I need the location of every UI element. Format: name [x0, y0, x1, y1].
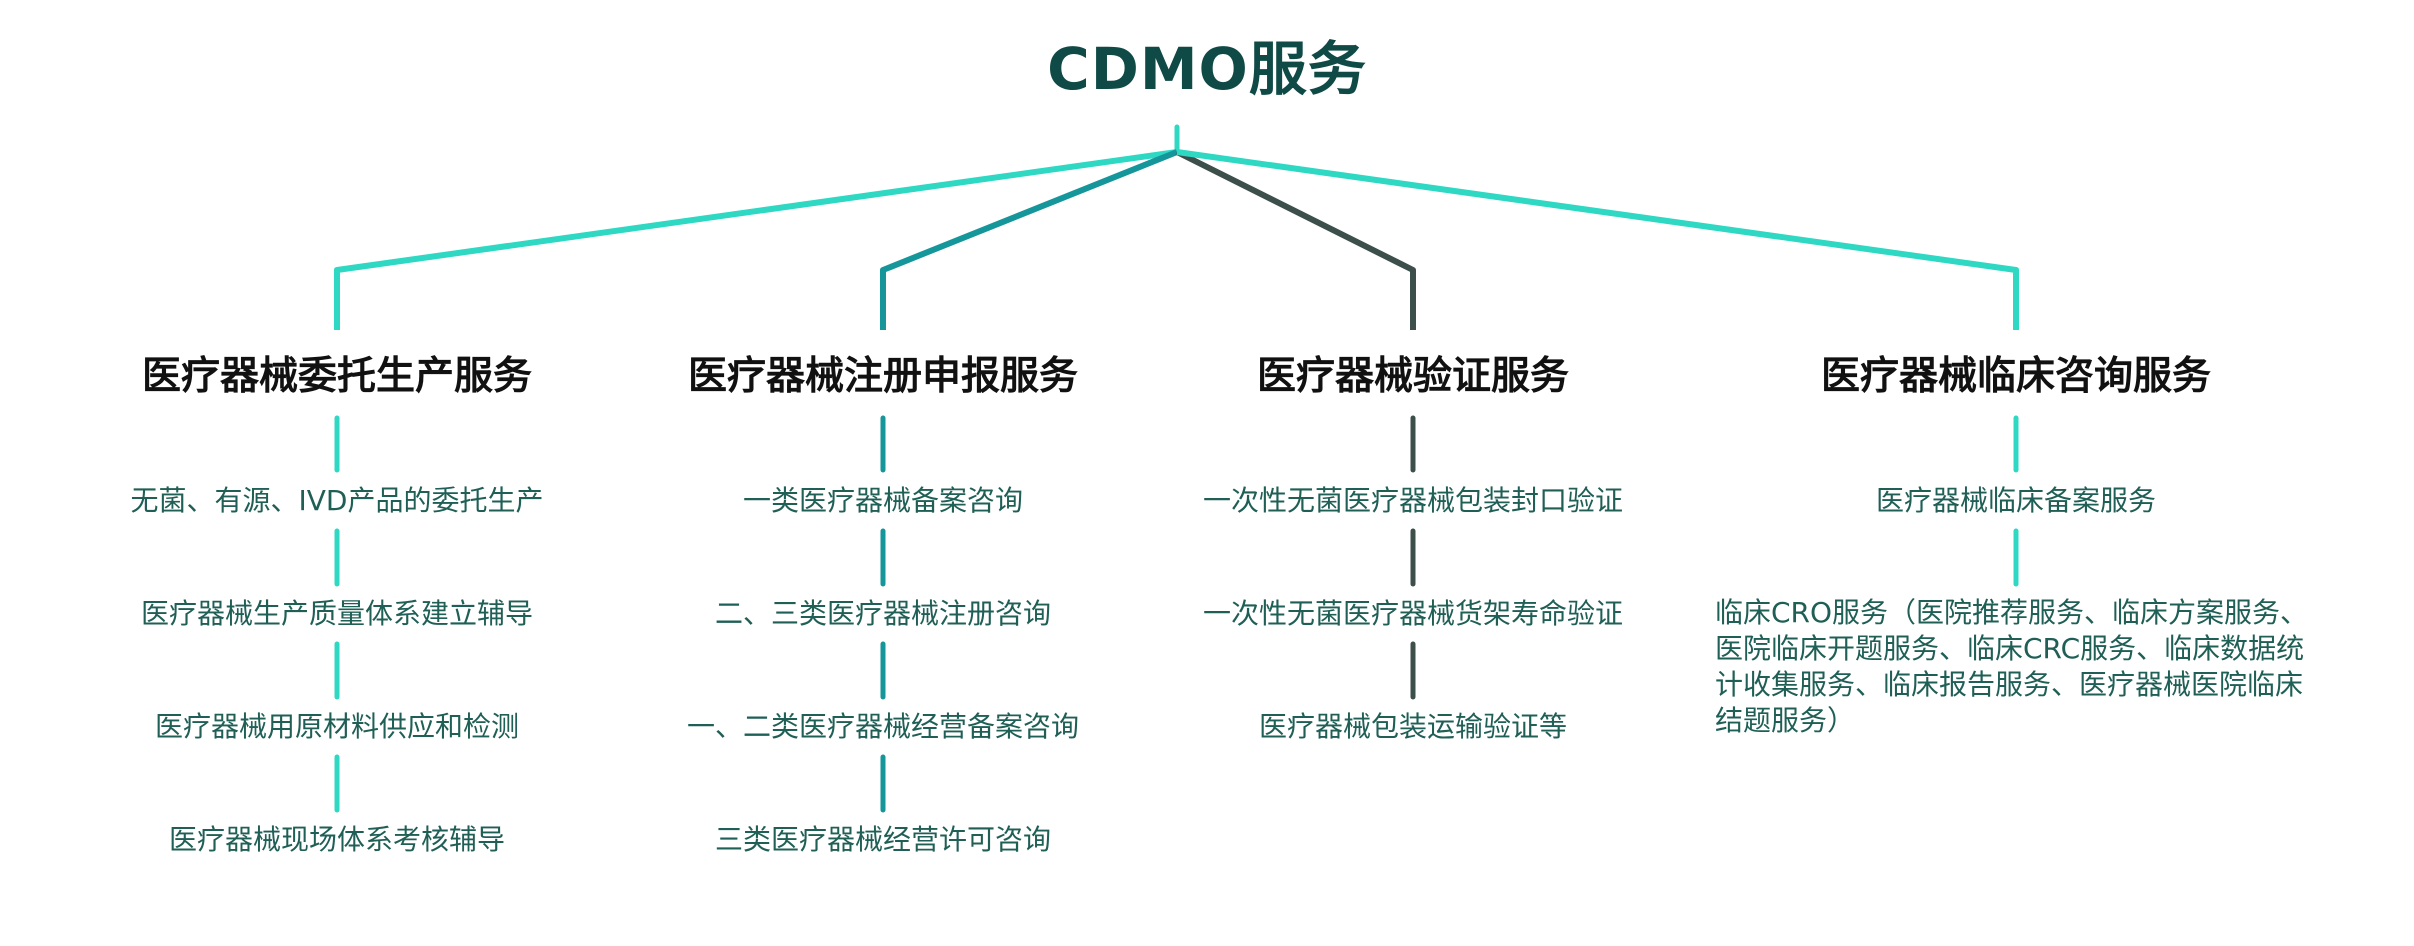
branch-1-item-4: 医疗器械现场体系考核辅导	[168, 823, 505, 856]
branch-heading-validation: 医疗器械验证服务	[1256, 354, 1569, 399]
diagram-title: CDMO服务	[1047, 35, 1367, 103]
branch-2-item-4: 三类医疗器械经营许可咨询	[714, 823, 1051, 856]
branch-3-item-2: 一次性无菌医疗器械货架寿命验证	[1202, 597, 1623, 630]
branch-3-item-3: 医疗器械包装运输验证等	[1258, 710, 1567, 743]
branch-connector-4	[1176, 149, 2019, 330]
branch-heading-contract-manufacturing: 医疗器械委托生产服务	[141, 354, 532, 399]
branch-4-item-1: 医疗器械临床备案服务	[1875, 484, 2156, 517]
branch-2-item-1: 一类医疗器械备案咨询	[742, 484, 1023, 517]
branch-connector-2	[880, 149, 1179, 330]
branch-1-item-3: 医疗器械用原材料供应和检测	[154, 710, 519, 743]
branch-1-item-2: 医疗器械生产质量体系建立辅导	[140, 597, 533, 630]
branch-2-item-3: 一、二类医疗器械经营备案咨询	[686, 710, 1079, 743]
branch-connector-3	[1175, 149, 1416, 330]
branch-heading-clinical: 医疗器械临床咨询服务	[1820, 354, 2211, 399]
branch-2-item-2: 二、三类医疗器械注册咨询	[714, 597, 1051, 630]
branch-4-item-2: 临床CRO服务（医院推荐服务、临床方案服务、医院临床开题服务、临床CRC服务、临…	[1715, 596, 2309, 737]
branch-3-item-1: 一次性无菌医疗器械包装封口验证	[1202, 484, 1623, 517]
branch-heading-registration: 医疗器械注册申报服务	[687, 354, 1078, 399]
branch-connector-1	[334, 149, 1178, 330]
branch-1-item-1: 无菌、有源、IVD产品的委托生产	[130, 484, 544, 517]
